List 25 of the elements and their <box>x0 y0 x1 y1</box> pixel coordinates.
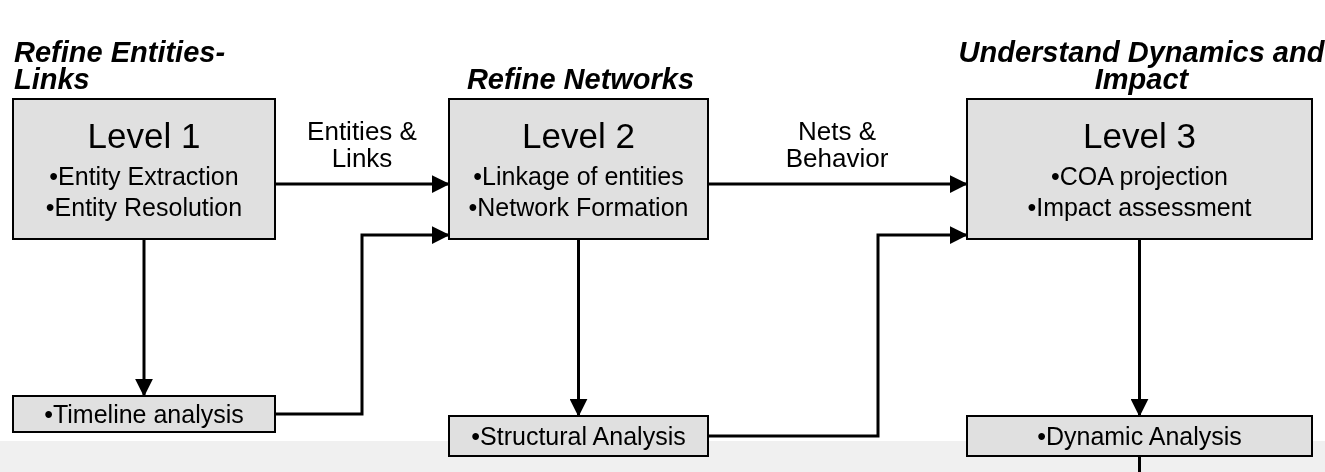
bullet-item: •Entity Extraction <box>49 160 239 192</box>
bullet-item: •Timeline analysis <box>44 399 244 429</box>
arrow <box>709 175 968 194</box>
stage-heading: Understand Dynamics and Impact <box>958 38 1325 94</box>
level-title: Level 1 <box>87 114 201 157</box>
arrow <box>276 175 450 194</box>
arrow <box>569 240 588 417</box>
analysis-box <box>966 415 1313 457</box>
bullet-item: •COA projection <box>1051 160 1228 192</box>
level-title: Level 2 <box>522 114 635 157</box>
bullet-item: •Network Formation <box>468 192 689 223</box>
bullet-item: •Linkage of entities <box>473 160 684 192</box>
stage-heading: Refine Entities-Links <box>14 38 227 94</box>
arrow <box>1130 240 1149 417</box>
arrow <box>135 240 153 397</box>
bullet-item: •Structural Analysis <box>471 421 686 451</box>
arrow <box>709 226 968 438</box>
level-title: Level 3 <box>1083 114 1196 157</box>
bullet-item: •Entity Resolution <box>45 192 243 223</box>
analysis-box <box>448 415 709 457</box>
bullet-item: •Dynamic Analysis <box>1037 421 1242 451</box>
arrow <box>276 226 450 416</box>
stage-heading: Refine Networks <box>465 66 696 94</box>
analysis-box <box>12 395 276 433</box>
bullet-item: •Impact assessment <box>1027 192 1252 223</box>
